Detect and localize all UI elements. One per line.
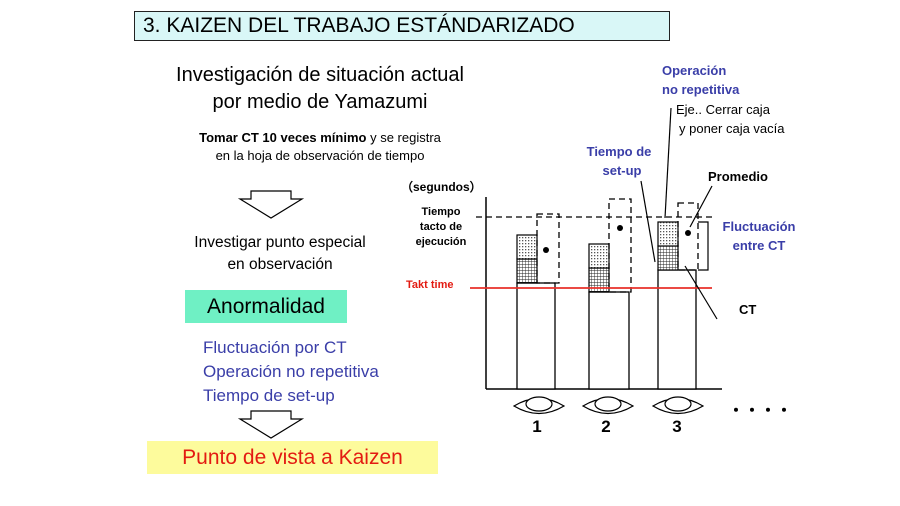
station-1-label: 1 xyxy=(532,417,541,436)
anomaly-item-3: Tiempo de set-up xyxy=(203,386,335,405)
pointer-setup xyxy=(640,180,656,263)
heading-line-1: Investigación de situación actual xyxy=(176,64,464,86)
note-bold: Tomar CT 10 veces mínimo xyxy=(199,130,367,145)
takt-time-label: Takt time xyxy=(406,279,453,291)
setup-line-1: Tiempo de xyxy=(587,144,652,159)
station-2-label: 2 xyxy=(601,417,610,436)
bar-1-fluct-grid xyxy=(516,258,538,284)
takt-ejec-line-2: tacto de xyxy=(420,221,462,233)
anomaly-box: Anormalidad xyxy=(185,290,347,323)
station-3-label: 3 xyxy=(672,417,681,436)
op-no-rep-line-1: Operación xyxy=(662,63,726,78)
anomaly-item-1: Fluctuación por CT xyxy=(203,338,347,357)
fluct-line-1: Fluctuación xyxy=(723,219,796,234)
bar-1-dashed xyxy=(536,213,560,284)
more-stations-ellipsis: ・・・・ xyxy=(728,403,792,420)
step2-line-2: en observación xyxy=(227,256,333,273)
op-no-rep-line-2: no repetitiva xyxy=(662,82,740,97)
note-line-2: en la hoja de observación de tiempo xyxy=(215,148,425,163)
op-example-line-2: y poner caja vacía xyxy=(679,121,785,136)
pointer-op-no-rep xyxy=(664,107,672,219)
pointer-ct xyxy=(684,265,718,320)
bar-3-fluct-grid xyxy=(657,245,679,271)
fluctuation-bracket xyxy=(698,221,709,271)
fluct-line-2: entre CT xyxy=(733,238,786,253)
note-rest: y se registra xyxy=(366,130,441,145)
op-example-line-1: Eje.. Cerrar caja xyxy=(676,102,771,117)
down-arrow-icon xyxy=(237,190,305,219)
bar-2-dashed xyxy=(608,198,632,293)
bar-1-ct xyxy=(516,282,556,390)
promedio-label: Promedio xyxy=(708,169,768,184)
note-line-1: Tomar CT 10 veces mínimo y se registra xyxy=(150,129,490,147)
pointer-promedio xyxy=(689,185,713,228)
slide-title: 3. KAIZEN DEL TRABAJO ESTÁNDARIZADO xyxy=(134,11,670,41)
bar-3-dashed xyxy=(677,202,699,271)
heading-line-2: por medio de Yamazumi xyxy=(212,91,428,113)
kaizen-result-box: Punto de vista a Kaizen xyxy=(147,441,438,474)
takt-ejec-line-3: ejecución xyxy=(416,236,467,248)
y-unit-label: （segundos） xyxy=(401,179,482,194)
anomaly-item-2: Operación no repetitiva xyxy=(203,362,379,381)
eye-icon-2 xyxy=(581,396,635,415)
bar-3-average-dot xyxy=(685,230,691,236)
bar-3-fluct-dots xyxy=(657,221,679,247)
bar-2-fluct-dots xyxy=(588,243,610,269)
bar-1-fluct-dots xyxy=(516,234,538,260)
bar-2-average-dot xyxy=(617,225,623,231)
down-arrow-icon-2 xyxy=(237,410,305,439)
eye-icon-3 xyxy=(651,396,705,415)
bar-1-average-dot xyxy=(543,247,549,253)
eye-icon-1 xyxy=(512,396,566,415)
takt-ejec-line-1: Tiempo xyxy=(422,206,461,218)
bar-2-ct xyxy=(588,291,630,390)
bar-3-ct xyxy=(657,269,697,390)
ct-label: CT xyxy=(739,302,756,317)
step2-line-1: Investigar punto especial xyxy=(194,234,366,251)
setup-line-2: set-up xyxy=(603,163,642,178)
